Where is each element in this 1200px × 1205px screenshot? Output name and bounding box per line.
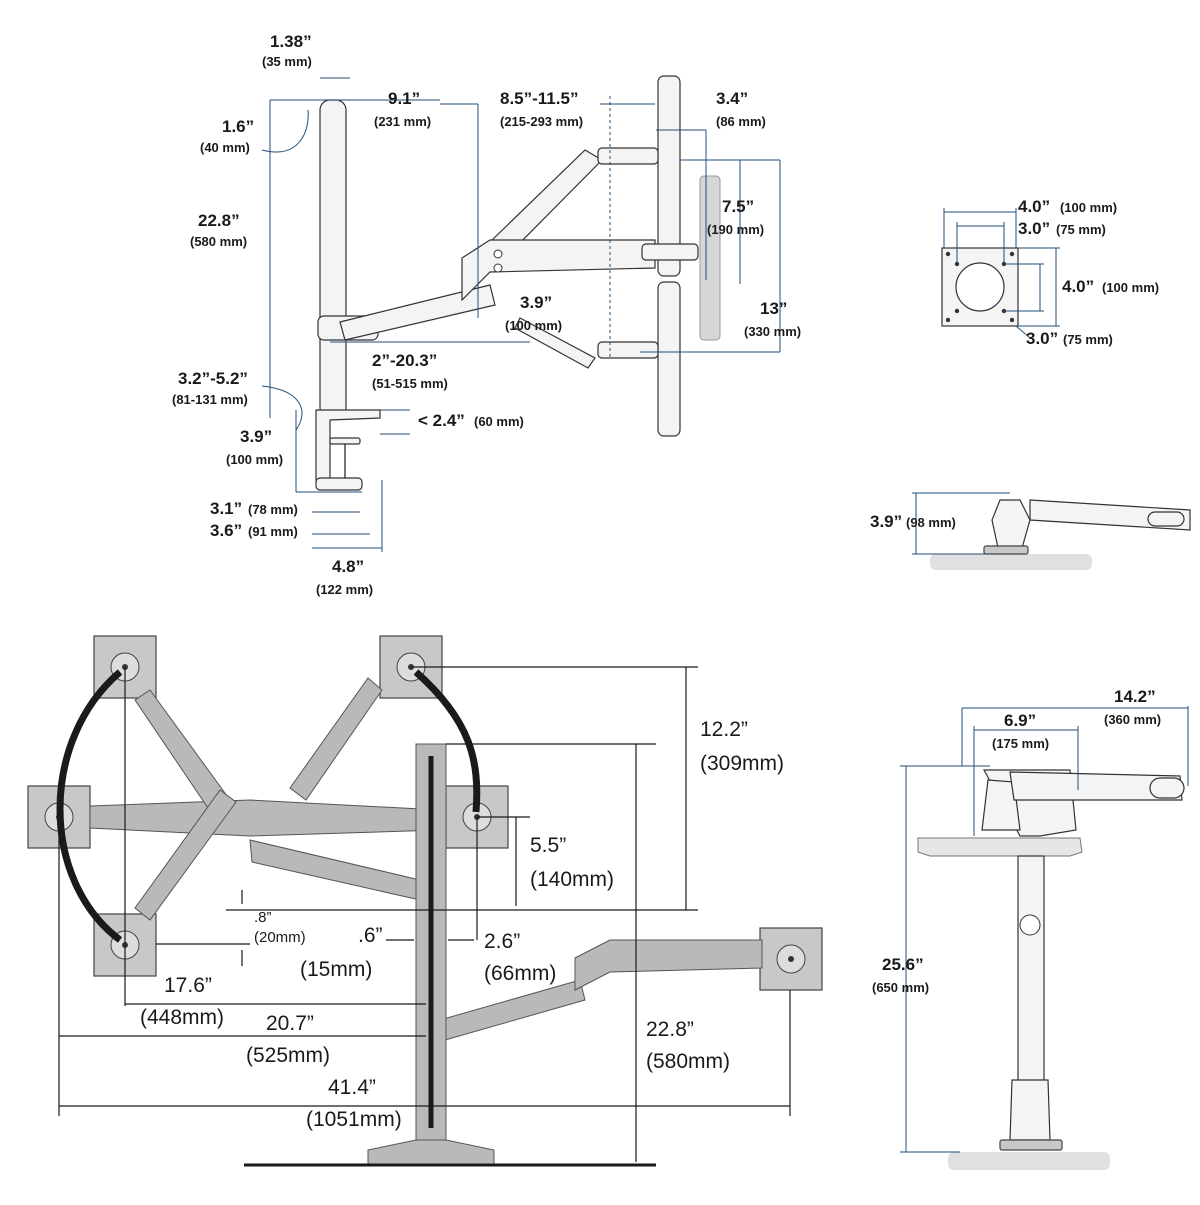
front-width-a-mm-label: (175 mm) (992, 736, 1049, 751)
clamp-depth-a-label: 3.1” (210, 499, 242, 518)
low-profile-drawing: 3.9” (98 mm) (870, 492, 1191, 570)
clamp-range-mm-label: (81-131 mm) (172, 392, 248, 407)
rise-label: 12.2” (700, 718, 748, 741)
clamp-depth-b-label: 3.6” (210, 521, 242, 540)
lift-range-mm-label: (330 mm) (744, 324, 801, 339)
arm-reach-label: 9.1” (388, 89, 420, 108)
low-profile-height-label: 3.9” (870, 512, 902, 531)
clamp-height-label: 3.9” (240, 427, 272, 446)
arm-extension-label: 8.5”-11.5” (500, 89, 578, 108)
pole-offset-mm-label: (40 mm) (200, 140, 250, 155)
vesa-outer-height-mm-label: (100 mm) (1102, 280, 1159, 295)
pole-height-label: 22.8” (198, 211, 240, 230)
drop-mm-label: (140mm) (530, 868, 614, 891)
small-offset-label: .8” (254, 909, 272, 926)
side-view-drawing: 1.38” (35 mm) 1.6” (40 mm) 22.8” (580 mm… (172, 32, 801, 597)
vesa-plate-drawing: 4.0” (100 mm) 3.0” (75 mm) 4.0” (100 mm)… (941, 197, 1159, 348)
front-view-drawing: 6.9” (175 mm) 14.2” (360 mm) 25.6” (650 … (872, 687, 1189, 1170)
vesa-inner-width-mm-label: (75 mm) (1056, 222, 1106, 237)
pole-height-mm-label: (580 mm) (190, 234, 247, 249)
clamp-range-label: 3.2”-5.2” (178, 369, 248, 388)
tilt-height-mm-label: (190 mm) (707, 222, 764, 237)
desk-thickness-label: < 2.4” (418, 411, 465, 430)
base-width-mm-label: (122 mm) (316, 582, 373, 597)
front-width-b-mm-label: (360 mm) (1104, 712, 1161, 727)
front-width-b-label: 14.2” (1114, 687, 1156, 706)
base-width-label: 4.8” (332, 557, 364, 576)
pole-width-label: 1.38” (270, 32, 312, 51)
collar-adjust-mm-label: (51-515 mm) (372, 376, 448, 391)
tilt-height-label: 7.5” (722, 197, 754, 216)
vesa-inner-height-mm-label: (75 mm) (1063, 332, 1113, 347)
vesa-outer-width-mm-label: (100 mm) (1060, 200, 1117, 215)
vesa-inner-width-label: 3.0” (1018, 219, 1050, 238)
vesa-inner-height-label: 3.0” (1026, 329, 1058, 348)
vesa-outer-height-label: 4.0” (1062, 277, 1094, 296)
clamp-depth-b-mm-label: (91 mm) (248, 524, 298, 539)
reach-total-label: 41.4” (328, 1076, 376, 1099)
top-pole-height-mm-label: (580mm) (646, 1050, 730, 1073)
pole-offset-label: 1.6” (222, 117, 254, 136)
elbow-drop-mm-label: (100 mm) (505, 318, 562, 333)
top-pole-height-label: 22.8” (646, 1018, 694, 1041)
rise-mm-label: (309mm) (700, 752, 784, 775)
top-view-drawing: 12.2” (309mm) 5.5” (140mm) .8” (20mm) .6… (27, 635, 823, 1167)
mount-depth-label: 3.4” (716, 89, 748, 108)
drop-label: 5.5” (530, 834, 566, 857)
vesa-outer-width-label: 4.0” (1018, 197, 1050, 216)
reach-total-mm-label: (1051mm) (306, 1108, 402, 1131)
arm-extension-mm-label: (215-293 mm) (500, 114, 583, 129)
small-offset-mm-label: (20mm) (254, 929, 306, 946)
reach-a-mm-label: (448mm) (140, 1006, 224, 1029)
reach-a-label: 17.6” (164, 974, 212, 997)
mount-depth-mm-label: (86 mm) (716, 114, 766, 129)
desk-thickness-mm-label: (60 mm) (474, 414, 524, 429)
reach-b-label: 20.7” (266, 1012, 314, 1035)
reach-b-mm-label: (525mm) (246, 1044, 330, 1067)
front-height-label: 25.6” (882, 955, 924, 974)
gap-left-mm-label: (15mm) (300, 958, 372, 981)
gap-right-label: 2.6” (484, 930, 520, 953)
lift-range-label: 13” (760, 299, 787, 318)
low-profile-height-mm-label: (98 mm) (906, 515, 956, 530)
collar-adjust-label: 2”-20.3” (372, 351, 437, 370)
gap-left-label: .6” (358, 924, 383, 947)
arm-reach-mm-label: (231 mm) (374, 114, 431, 129)
elbow-drop-label: 3.9” (520, 293, 552, 312)
gap-right-mm-label: (66mm) (484, 962, 556, 985)
clamp-depth-a-mm-label: (78 mm) (248, 502, 298, 517)
pole-width-mm-label: (35 mm) (262, 54, 312, 69)
clamp-height-mm-label: (100 mm) (226, 452, 283, 467)
front-width-a-label: 6.9” (1004, 711, 1036, 730)
front-height-mm-label: (650 mm) (872, 980, 929, 995)
